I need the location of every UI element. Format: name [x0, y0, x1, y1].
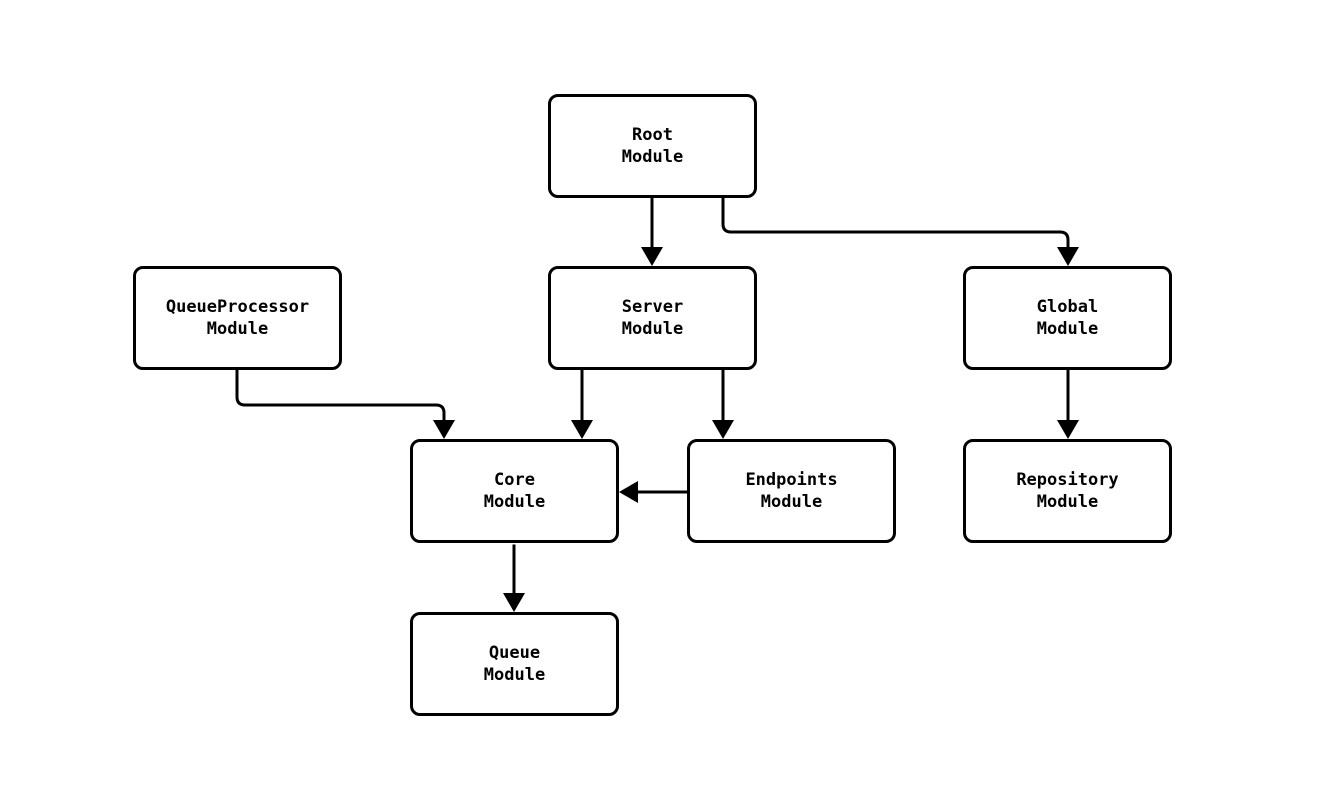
node-repository-module: Repository Module [963, 439, 1172, 543]
edge-core-to-queue [503, 544, 525, 612]
node-root-module: Root Module [548, 94, 757, 198]
edge-endpoints-to-core [619, 481, 689, 503]
node-queueprocessor-module: QueueProcessor Module [133, 266, 342, 370]
edge-server-to-core [571, 369, 593, 439]
edge-queueprocessor-to-core [235, 369, 455, 439]
edge-server-to-endpoints [712, 369, 734, 439]
node-global-module: Global Module [963, 266, 1172, 370]
edge-root-to-global [721, 196, 1079, 266]
node-endpoints-module: Endpoints Module [687, 439, 896, 543]
edge-global-to-repository [1057, 369, 1079, 439]
node-server-module: Server Module [548, 266, 757, 370]
node-core-module: Core Module [410, 439, 619, 543]
edge-root-to-server [641, 196, 663, 266]
node-queue-module: Queue Module [410, 612, 619, 716]
